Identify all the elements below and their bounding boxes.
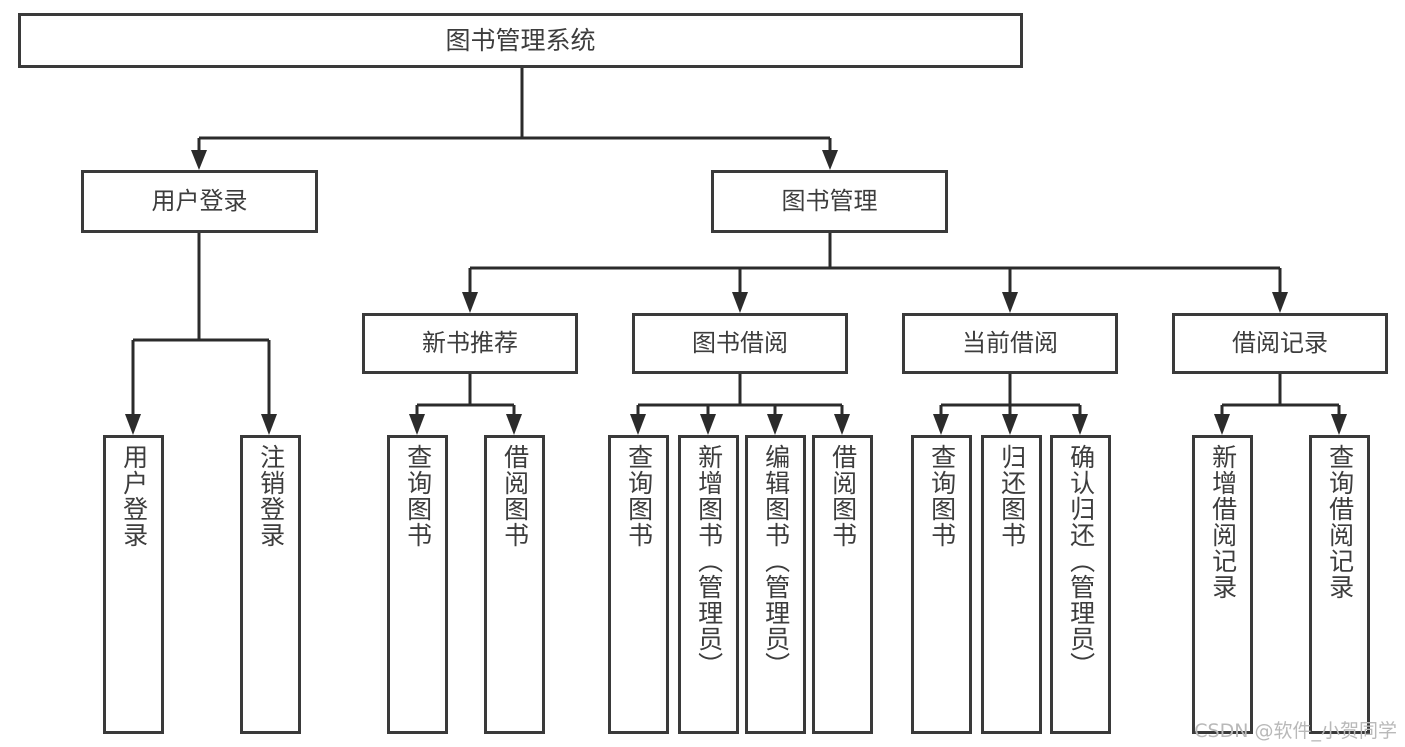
node-user-login-label: 用户登录	[151, 187, 248, 216]
leaf-current-confirm-return[interactable]: 确认归还（管理员）	[1050, 435, 1111, 734]
arrow-current-l1	[933, 414, 949, 435]
arrow-newbook-l2	[506, 414, 522, 435]
leaf-new-book-borrow[interactable]: 借阅图书	[484, 435, 545, 734]
leaf-borrow-borrow-book-label: 借阅图书	[828, 444, 858, 548]
node-new-book-recommend[interactable]: 新书推荐	[362, 313, 578, 374]
leaf-user-login-logout-label: 注销登录	[256, 444, 286, 548]
arrow-bookmgmt-c2	[732, 292, 748, 313]
leaf-new-book-query[interactable]: 查询图书	[387, 435, 448, 734]
arrow-borrow-l1	[630, 414, 646, 435]
node-current-borrow-label: 当前借阅	[962, 329, 1058, 358]
leaf-borrow-query-book-label: 查询图书	[624, 444, 654, 548]
leaf-user-login-login-label: 用户登录	[119, 444, 149, 548]
leaf-user-login-login[interactable]: 用户登录	[103, 435, 164, 734]
leaf-record-query-record-label: 查询借阅记录	[1325, 444, 1355, 600]
arrow-bookmgmt-c4	[1272, 292, 1288, 313]
node-root-label: 图书管理系统	[445, 25, 596, 55]
leaf-borrow-edit-book[interactable]: 编辑图书（管理员）	[745, 435, 806, 734]
leaf-borrow-borrow-book[interactable]: 借阅图书	[812, 435, 873, 734]
leaf-record-add-record-label: 新增借阅记录	[1208, 444, 1238, 600]
leaf-current-confirm-return-label: 确认归还（管理员）	[1066, 444, 1096, 678]
arrow-to-bookmgmt	[822, 150, 838, 170]
node-book-borrow[interactable]: 图书借阅	[632, 313, 848, 374]
arrow-current-l2	[1002, 414, 1018, 435]
leaf-user-login-logout[interactable]: 注销登录	[240, 435, 301, 734]
node-root-system[interactable]: 图书管理系统	[18, 13, 1023, 68]
leaf-borrow-add-book-label: 新增图书（管理员）	[694, 444, 724, 678]
arrow-to-userlogin	[191, 150, 207, 170]
node-current-borrow[interactable]: 当前借阅	[902, 313, 1118, 374]
node-book-management[interactable]: 图书管理	[711, 170, 948, 233]
node-borrow-record[interactable]: 借阅记录	[1172, 313, 1388, 374]
node-book-management-label: 图书管理	[781, 187, 878, 216]
leaf-current-return-book[interactable]: 归还图书	[981, 435, 1042, 734]
leaf-borrow-add-book[interactable]: 新增图书（管理员）	[678, 435, 739, 734]
arrow-record-l2	[1331, 414, 1347, 435]
node-user-login[interactable]: 用户登录	[81, 170, 318, 233]
leaf-record-query-record[interactable]: 查询借阅记录	[1309, 435, 1370, 734]
arrow-bookmgmt-c1	[462, 292, 478, 313]
leaf-current-query-book-label: 查询图书	[927, 444, 957, 548]
leaf-borrow-query-book[interactable]: 查询图书	[608, 435, 669, 734]
leaf-borrow-edit-book-label: 编辑图书（管理员）	[761, 444, 791, 678]
arrow-userlogin-l2	[261, 414, 277, 435]
arrow-borrow-l4	[834, 414, 850, 435]
leaf-new-book-borrow-label: 借阅图书	[500, 444, 530, 548]
node-book-borrow-label: 图书借阅	[692, 329, 788, 358]
node-borrow-record-label: 借阅记录	[1232, 329, 1328, 358]
leaf-record-add-record[interactable]: 新增借阅记录	[1192, 435, 1253, 734]
arrow-current-l3	[1072, 414, 1088, 435]
arrow-newbook-l1	[409, 414, 425, 435]
arrow-bookmgmt-c3	[1002, 292, 1018, 313]
leaf-new-book-query-label: 查询图书	[403, 444, 433, 548]
csdn-watermark: CSDN @软件_小贺同学	[1194, 720, 1397, 742]
arrow-borrow-l3	[767, 414, 783, 435]
node-new-book-recommend-label: 新书推荐	[422, 329, 518, 358]
leaf-current-return-book-label: 归还图书	[997, 444, 1027, 548]
arrow-borrow-l2	[700, 414, 716, 435]
arrow-userlogin-l1	[125, 414, 141, 435]
leaf-current-query-book[interactable]: 查询图书	[911, 435, 972, 734]
arrow-record-l1	[1214, 414, 1230, 435]
